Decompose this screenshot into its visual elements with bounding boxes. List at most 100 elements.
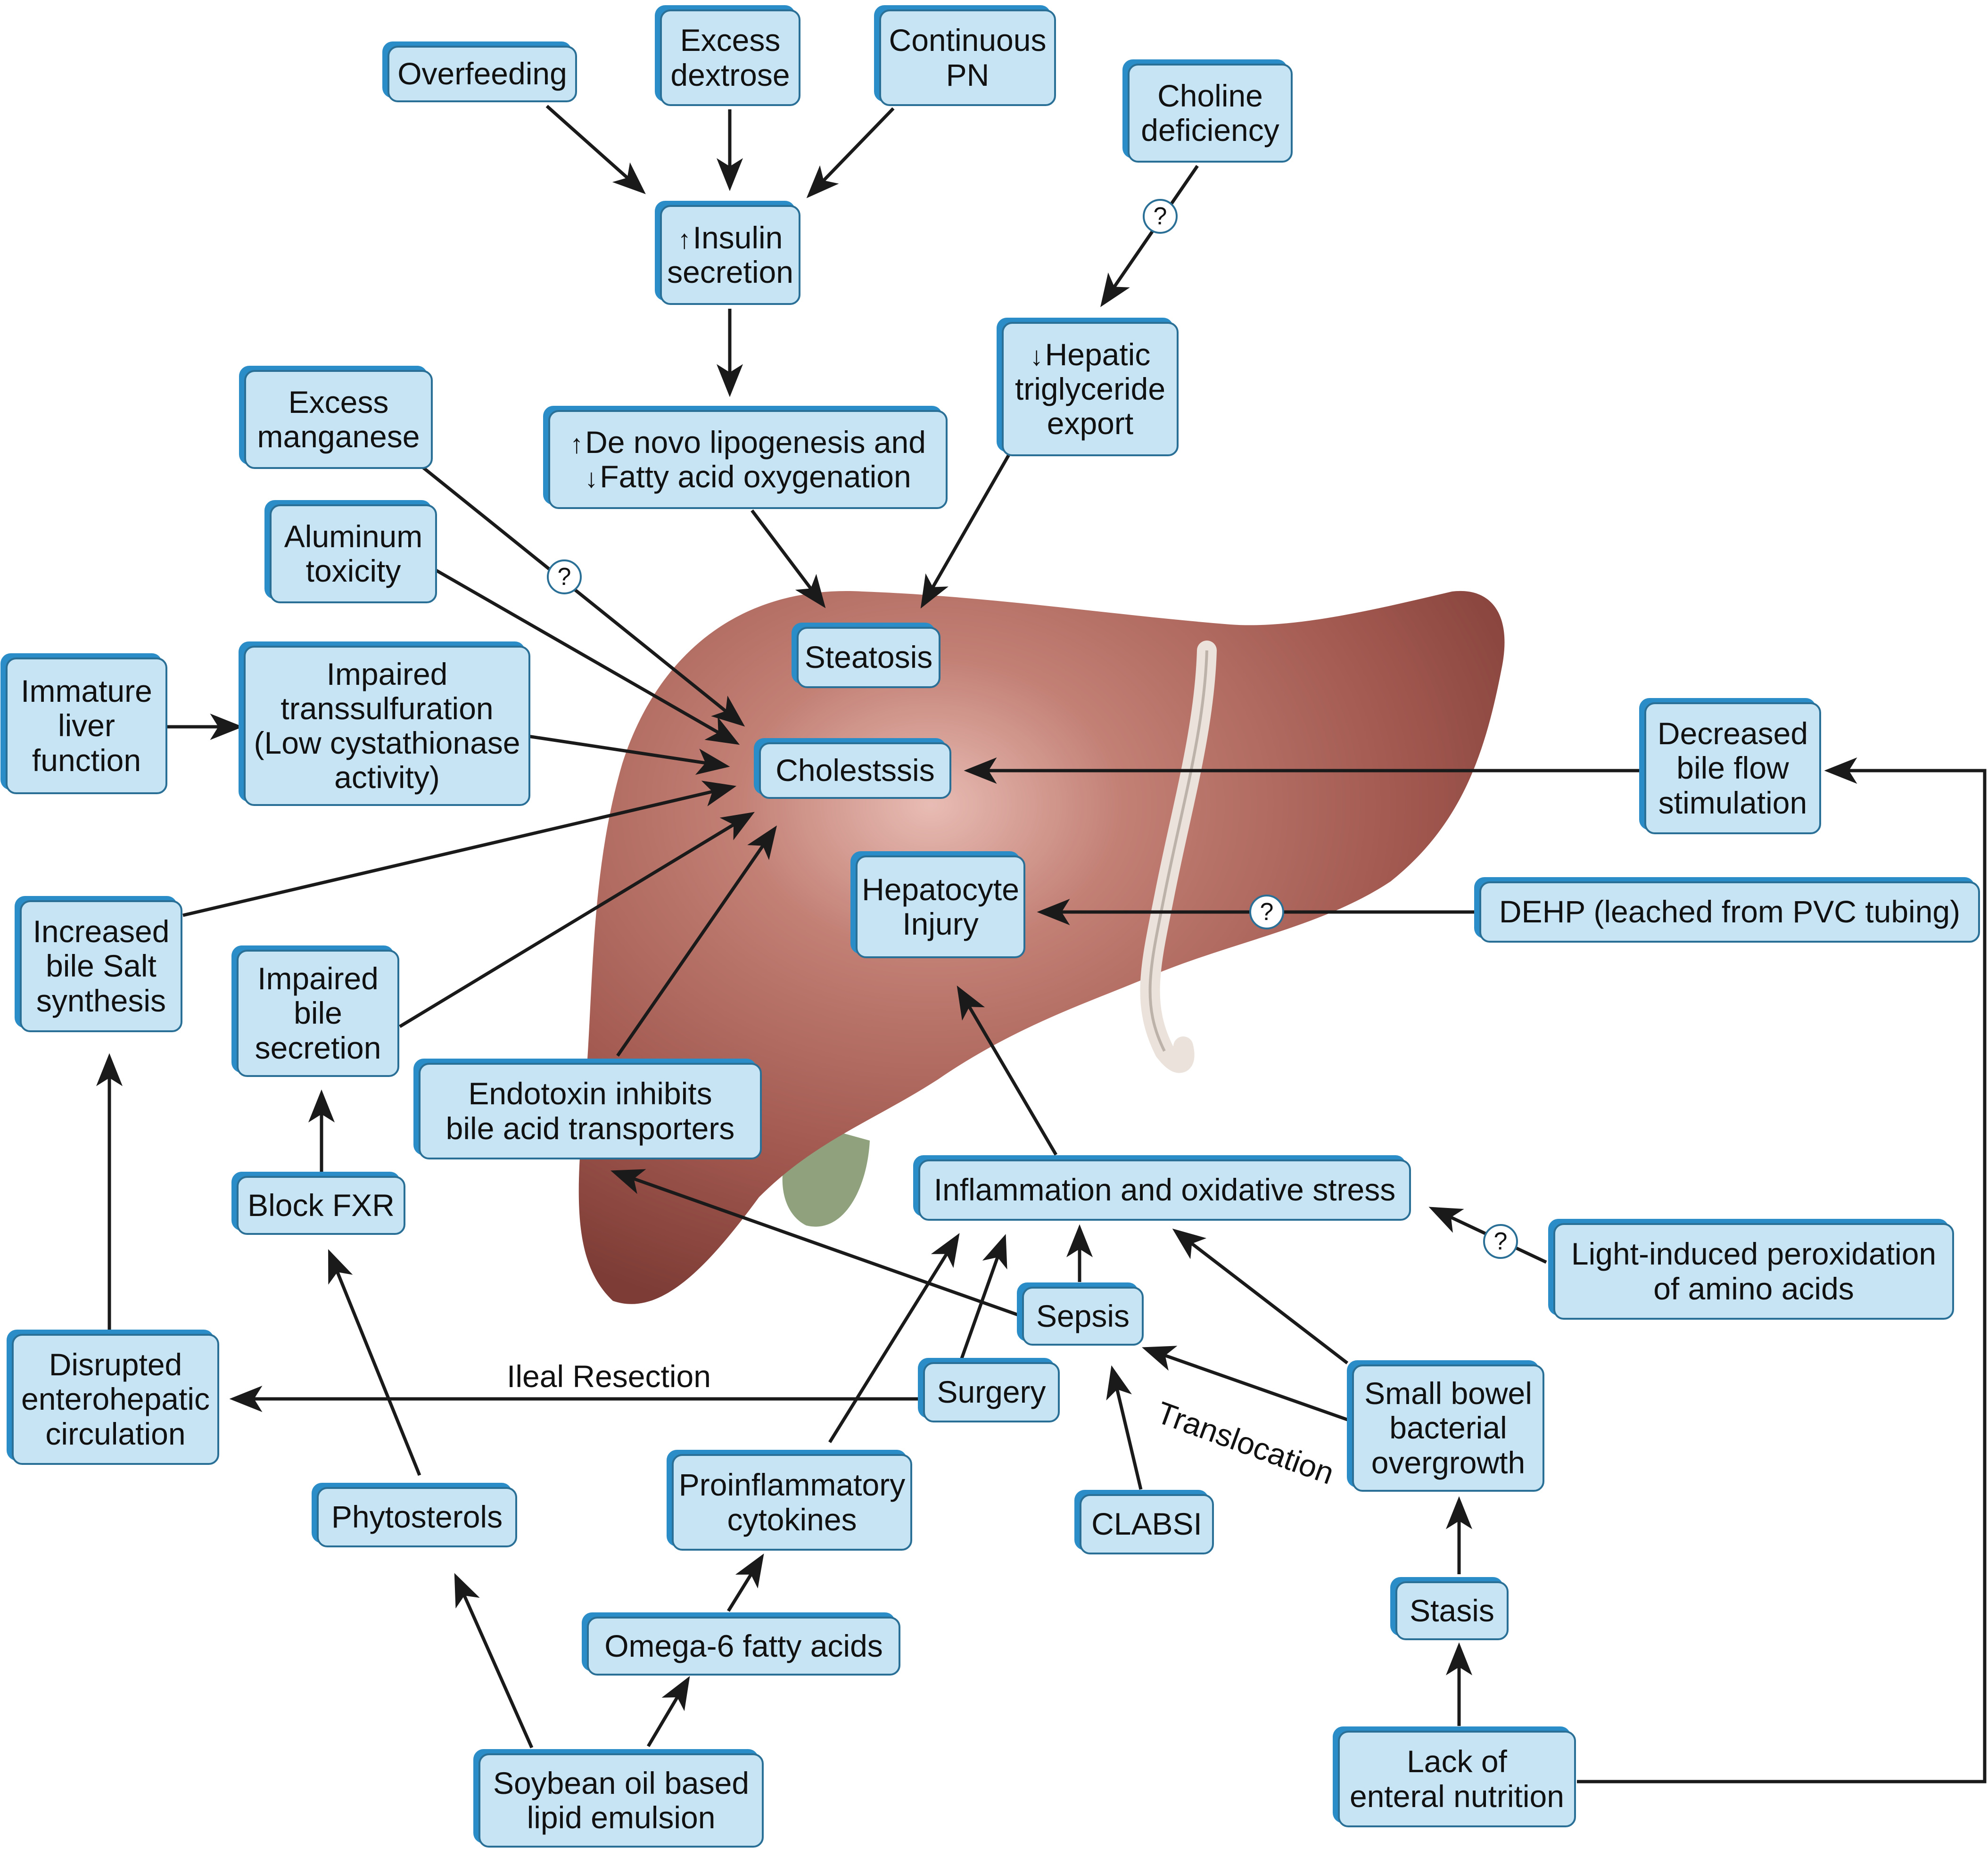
box-stasis: Stasis (1395, 1581, 1509, 1640)
label-choline-deficiency: Choline deficiency (1141, 78, 1279, 148)
label-steatosis: Steatosis (804, 640, 933, 675)
question-circle-manganese: ? (547, 559, 582, 594)
box-choline-deficiency: Choline deficiency (1128, 64, 1293, 163)
arrow-sepsis-endotoxin (610, 1169, 1019, 1317)
box-inflammation: Inflammation and oxidative stress (918, 1159, 1411, 1221)
box-continuous-pn: Continuous PN (879, 9, 1056, 106)
label-impaired-bile-secretion: Impaired bile secretion (255, 961, 381, 1065)
arrow-manganese-cholestasis (421, 465, 745, 727)
arrow-lackenteral-decreasedbile (1577, 757, 1987, 1783)
label-hepatocyte-injury: Hepatocyte Injury (862, 871, 1019, 941)
label-omega6: Omega-6 fatty acids (604, 1628, 883, 1663)
label-block-fxr: Block FXR (247, 1187, 395, 1223)
arrow-smallbowel-inflammation (1172, 1228, 1349, 1364)
arrow-hepatic-steatosis (920, 454, 1011, 609)
arrow-soybean-phytosterols (454, 1573, 534, 1749)
arrow-smallbowel-sepsis (1142, 1346, 1348, 1422)
down-arrow-icon: ↓ (585, 463, 598, 493)
arrow-overfeeding-insulin (545, 105, 646, 194)
arrow-bilesalt-cholestasis (182, 781, 737, 917)
box-light-peroxidation: Light-induced peroxidation of amino acid… (1553, 1223, 1954, 1320)
box-block-fxr: Block FXR (237, 1176, 405, 1235)
ligament-shadow (1148, 650, 1208, 1052)
label-excess-manganese: Excess manganese (257, 384, 420, 454)
up-arrow-icon: ↑ (677, 224, 691, 254)
box-immature-liver-function: Immature liver function (6, 657, 167, 794)
label-immature-liver-function: Immature liver function (21, 674, 152, 778)
box-lipogenesis: ↑De novo lipogenesis and↓Fatty acid oxyg… (548, 410, 948, 509)
arrow-soybean-omega6 (646, 1676, 690, 1747)
arrow-omega6-proinflammatory (727, 1553, 764, 1612)
box-increased-bile-salt: Increased bile Salt synthesis (20, 900, 182, 1032)
label-light-peroxidation: Light-induced peroxidation of amino acid… (1571, 1236, 1937, 1306)
label-soybean-emulsion: Soybean oil based lipid emulsion (493, 1765, 750, 1835)
label-disrupted-enterohepatic: Disrupted enterohepatic circulation (21, 1347, 210, 1451)
box-hepatic-triglyceride-export: ↓Hepatic triglyceride export (1002, 322, 1179, 456)
box-insulin-secretion: ↑Insulin secretion (660, 205, 800, 305)
box-decreased-bile-flow: Decreased bile flow stimulation (1644, 702, 1821, 834)
arrows (96, 105, 1987, 1783)
up-arrow-icon: ↑ (570, 428, 584, 459)
box-small-bowel-overgrowth: Small bowel bacterial overgrowth (1352, 1364, 1544, 1492)
box-steatosis: Steatosis (797, 627, 940, 688)
box-aluminum-toxicity: Aluminum toxicity (270, 504, 437, 603)
box-impaired-bile-secretion: Impaired bile secretion (237, 950, 399, 1077)
arrow-bilesecretion-cholestasis (399, 812, 755, 1028)
label-excess-dextrose: Excess dextrose (670, 23, 790, 92)
label-lipogenesis: De novo lipogenesis and (585, 424, 926, 460)
label-surgery: Surgery (937, 1374, 1046, 1410)
box-soybean-emulsion: Soybean oil based lipid emulsion (478, 1753, 764, 1848)
label-lack-enteral-nutrition: Lack of enteral nutrition (1350, 1744, 1564, 1814)
label-ileal-resection: Ileal Resection (507, 1359, 711, 1394)
arrow-aluminum-cholestasis (435, 568, 740, 745)
box-excess-dextrose: Excess dextrose (660, 9, 800, 106)
box-hepatocyte-injury: Hepatocyte Injury (856, 855, 1025, 958)
arrow-endotoxin-cholestasis (616, 825, 777, 1057)
box-excess-manganese: Excess manganese (244, 370, 433, 469)
question-circle-light: ? (1483, 1224, 1518, 1259)
arrow-phytosterols-blockfxr (328, 1249, 421, 1476)
label-inflammation: Inflammation and oxidative stress (933, 1172, 1396, 1208)
arrow-surgery-inflammation (960, 1234, 1007, 1359)
arrow-choline-hepatic (1100, 165, 1199, 307)
label-clabsi: CLABSI (1091, 1506, 1202, 1542)
arrow-proinflammatory-inflammation (828, 1233, 960, 1443)
box-overfeeding: Overfeeding (388, 46, 577, 102)
down-arrow-icon: ↓ (1030, 341, 1043, 371)
arrow-inflammation-hepatocyte (957, 985, 1058, 1156)
question-circle-choline: ? (1143, 199, 1178, 234)
arrow-clabsi-sepsis (1106, 1365, 1143, 1490)
label-decreased-bile-flow: Decreased bile flow stimulation (1657, 716, 1808, 820)
box-endotoxin: Endotoxin inhibits bile acid transporter… (419, 1063, 762, 1159)
label-hepatic-triglyceride-export: Hepatic triglyceride export (1015, 337, 1166, 441)
box-impaired-transsulfuration: Impaired transsulfuration (Low cystathio… (244, 646, 530, 806)
box-clabsi: CLABSI (1080, 1494, 1214, 1554)
label-aluminum-toxicity: Aluminum toxicity (284, 518, 423, 588)
label-insulin-secretion: Insulin secretion (667, 220, 793, 289)
label-small-bowel-overgrowth: Small bowel bacterial overgrowth (1364, 1376, 1532, 1480)
label-proinflammatory-cytokines: Proinflammatory cytokines (678, 1467, 906, 1537)
box-lack-enteral-nutrition: Lack of enteral nutrition (1338, 1731, 1576, 1827)
label-cholestasis: Cholestssis (775, 753, 935, 788)
box-proinflammatory-cytokines: Proinflammatory cytokines (672, 1454, 912, 1551)
box-phytosterols: Phytosterols (317, 1487, 517, 1547)
box-cholestasis: Cholestssis (759, 742, 951, 799)
label-endotoxin: Endotoxin inhibits bile acid transporter… (445, 1076, 735, 1146)
box-disrupted-enterohepatic: Disrupted enterohepatic circulation (12, 1334, 219, 1465)
arrow-transsulfuration-cholestasis (528, 734, 730, 775)
label-phytosterols: Phytosterols (331, 1499, 503, 1535)
label-overfeeding: Overfeeding (397, 56, 567, 91)
label-continuous-pn: Continuous PN (889, 23, 1047, 92)
box-omega6: Omega-6 fatty acids (587, 1617, 900, 1676)
label-stasis: Stasis (1410, 1593, 1494, 1628)
arrow-pn-insulin (806, 107, 895, 198)
label-impaired-transsulfuration: Impaired transsulfuration (Low cystathio… (254, 656, 520, 795)
box-sepsis: Sepsis (1022, 1287, 1144, 1346)
box-surgery: Surgery (923, 1362, 1060, 1422)
box-dehp: DEHP (leached from PVC tubing) (1479, 881, 1980, 943)
label-fatty-acid-oxygenation: Fatty acid oxygenation (600, 459, 911, 494)
label-dehp: DEHP (leached from PVC tubing) (1499, 894, 1961, 929)
arrow-lipogenesis-steatosis (751, 509, 826, 608)
label-increased-bile-salt: Increased bile Salt synthesis (33, 914, 170, 1018)
